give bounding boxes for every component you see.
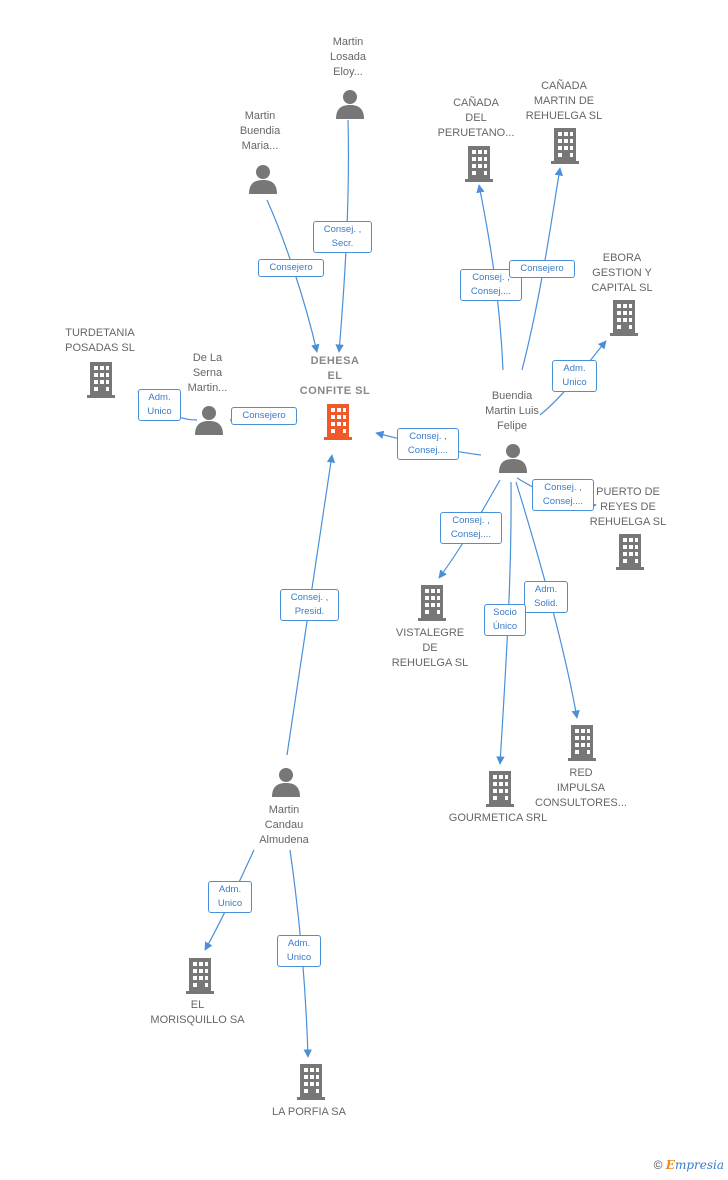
building-icon xyxy=(486,771,514,807)
copyright-symbol: © xyxy=(653,1158,663,1172)
edge-label-dehesa: Consej. , Consej.... xyxy=(397,428,459,460)
edge-label-delaserna: Consejero xyxy=(231,407,297,425)
node-label-losada[interactable]: Martin Losada Eloy... xyxy=(329,36,367,78)
edge-label-porfia: Adm. Unico xyxy=(277,935,321,967)
person-icon xyxy=(499,444,527,473)
node-label-vistalegre[interactable]: VISTALEGRE DE REHUELGA SL xyxy=(391,627,469,669)
building-icon xyxy=(418,585,446,621)
person-icon xyxy=(336,90,364,119)
building-icon xyxy=(616,534,644,570)
node-label-dehesa[interactable]: DEHESA EL CONFITE SL xyxy=(299,355,371,397)
node-label-canada-martin[interactable]: CAÑADA MARTIN DE REHUELGA SL xyxy=(525,80,603,122)
building-icon xyxy=(87,362,115,398)
person-icon xyxy=(272,768,300,797)
edge-label-turdetania: Adm. Unico xyxy=(138,389,181,421)
building-icon xyxy=(186,958,214,994)
edge-label-morisquillo: Adm. Unico xyxy=(208,881,252,913)
edge-label-ebora: Adm. Unico xyxy=(552,360,597,392)
node-label-buendia-maria[interactable]: Martin Buendia Maria... xyxy=(239,110,281,152)
node-label-canada-peru[interactable]: CAÑADA DEL PERUETANO... xyxy=(437,97,515,139)
building-icon xyxy=(551,128,579,164)
node-label-puerto[interactable]: PUERTO DE REYES DE REHUELGA SL xyxy=(589,486,667,528)
node-label-gourmetica[interactable]: GOURMETICA SRL xyxy=(448,812,548,824)
node-label-buendia-felipe[interactable]: Buendia Martin Luis Felipe xyxy=(485,390,539,432)
edge-label-candau: Consej. , Presid. xyxy=(280,589,339,621)
node-label-candau[interactable]: Martin Candau Almudena xyxy=(259,804,309,846)
edge-label-buendia-maria: Consejero xyxy=(258,259,324,277)
node-label-turdetania[interactable]: TURDETANIA POSADAS SL xyxy=(65,327,135,354)
building-icon xyxy=(465,146,493,182)
footer-brand[interactable]: © Empresia xyxy=(654,1158,724,1172)
node-label-ebora[interactable]: EBORA GESTION Y CAPITAL SL xyxy=(591,252,653,294)
edge-label-vistalegre: Consej. , Consej.... xyxy=(440,512,502,544)
building-icon xyxy=(297,1064,325,1100)
node-label-delaserna[interactable]: De La Serna Martin... xyxy=(187,352,228,394)
brand-logo: Empresia xyxy=(665,1158,724,1172)
edge-label-losada: Consej. , Secr. xyxy=(313,221,372,253)
person-icon xyxy=(249,165,277,194)
person-icon xyxy=(195,406,223,435)
edge-label-canada-martin: Consejero xyxy=(509,260,575,278)
building-icon xyxy=(568,725,596,761)
edge-label-gourmetica: Socio Único xyxy=(484,604,526,636)
node-label-red[interactable]: RED IMPULSA CONSULTORES... xyxy=(535,767,627,809)
node-label-porfia[interactable]: LA PORFIA SA xyxy=(272,1106,346,1118)
building-icon xyxy=(610,300,638,336)
focus-building-icon xyxy=(324,404,352,440)
node-label-morisquillo[interactable]: EL MORISQUILLO SA xyxy=(150,999,245,1026)
edge-label-puerto: Consej. , Consej.... xyxy=(532,479,594,511)
edge-label-red: Adm. Solid. xyxy=(524,581,568,613)
